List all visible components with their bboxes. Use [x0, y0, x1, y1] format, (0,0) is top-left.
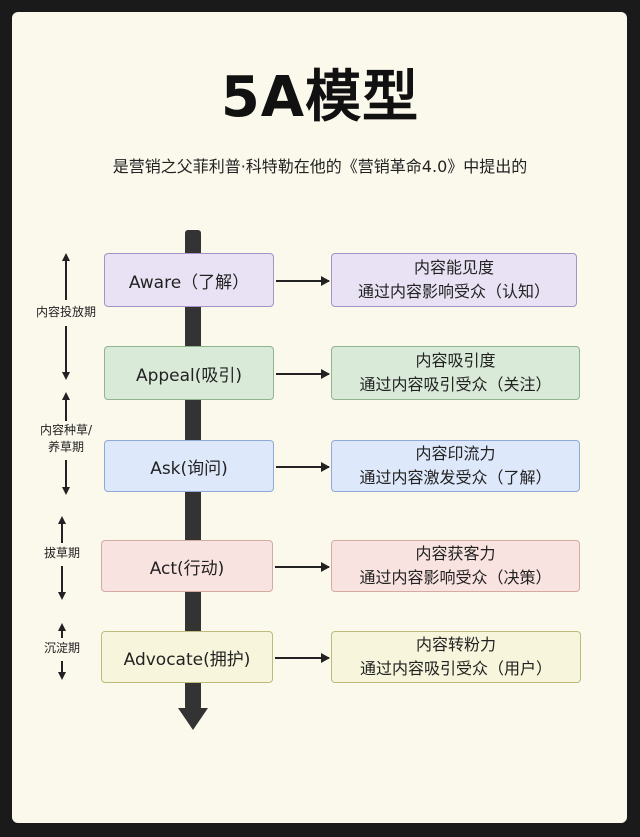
bracket-down-arrow-icon [62, 372, 70, 380]
bracket-up-arrow-icon [58, 516, 66, 524]
bracket-line [65, 399, 67, 421]
result-advocate: 内容转粉力 通过内容吸引受众（用户） [331, 631, 581, 683]
page-title: 5A模型 [220, 65, 420, 130]
bracket-line [65, 460, 67, 488]
stage-appeal: Appeal(吸引) [104, 346, 274, 400]
stage-label: Ask(询问) [150, 458, 228, 479]
connector-arrow-icon [276, 370, 330, 378]
bracket-line [65, 260, 67, 300]
phase-label-retention: 沉淀期 [43, 641, 80, 655]
page-subtitle: 是营销之父菲利普·科特勒在他的《营销革命4.0》中提出的 [112, 157, 528, 176]
result-title: 内容转粉力 [415, 635, 496, 654]
bracket-line [61, 566, 63, 593]
result-description: 通过内容影响受众（决策） [359, 568, 552, 587]
connector-arrow-icon [276, 463, 330, 471]
bracket-up-arrow-icon [62, 392, 70, 400]
result-description: 通过内容吸引受众（用户） [359, 659, 552, 678]
connector-arrow-icon [276, 277, 330, 285]
result-title: 内容能见度 [413, 258, 494, 277]
stage-advocate: Advocate(拥护) [101, 631, 273, 683]
bracket-line [61, 630, 63, 638]
stage-act: Act(行动) [101, 540, 273, 592]
stage-label: Aware（了解） [128, 272, 250, 293]
connector-arrow-icon [275, 563, 330, 571]
result-title: 内容吸引度 [415, 351, 496, 370]
stage-label: Advocate(拥护) [123, 649, 251, 670]
stage-ask: Ask(询问) [104, 440, 274, 492]
result-title: 内容印流力 [415, 444, 496, 463]
stage-aware: Aware（了解） [104, 253, 274, 307]
phase-label-launch: 内容投放期 [35, 305, 96, 319]
bracket-down-arrow-icon [58, 592, 66, 600]
bracket-up-arrow-icon [58, 623, 66, 631]
result-ask: 内容印流力 通过内容激发受众（了解） [331, 440, 580, 492]
stage-label: Act(行动) [149, 558, 225, 579]
bracket-line [61, 661, 63, 673]
stage-label: Appeal(吸引) [135, 365, 243, 386]
result-title: 内容获客力 [415, 544, 496, 563]
timeline-arrowhead-icon [178, 708, 208, 730]
bracket-down-arrow-icon [62, 487, 70, 495]
connector-arrow-icon [275, 654, 330, 662]
result-aware: 内容能见度 通过内容影响受众（认知） [331, 253, 577, 307]
result-description: 通过内容激发受众（了解） [359, 468, 552, 487]
phase-label-conversion: 拔草期 [43, 546, 80, 560]
diagram-canvas [12, 12, 627, 823]
result-description: 通过内容影响受众（认知） [357, 282, 550, 301]
result-act: 内容获客力 通过内容影响受众（决策） [331, 540, 580, 592]
bracket-up-arrow-icon [62, 253, 70, 261]
bracket-down-arrow-icon [58, 672, 66, 680]
result-description: 通过内容吸引受众（关注） [359, 375, 552, 394]
result-appeal: 内容吸引度 通过内容吸引受众（关注） [331, 346, 580, 400]
phase-label-seeding: 内容种草/ 养草期 [39, 423, 93, 454]
bracket-line [65, 326, 67, 373]
bracket-line [61, 523, 63, 543]
